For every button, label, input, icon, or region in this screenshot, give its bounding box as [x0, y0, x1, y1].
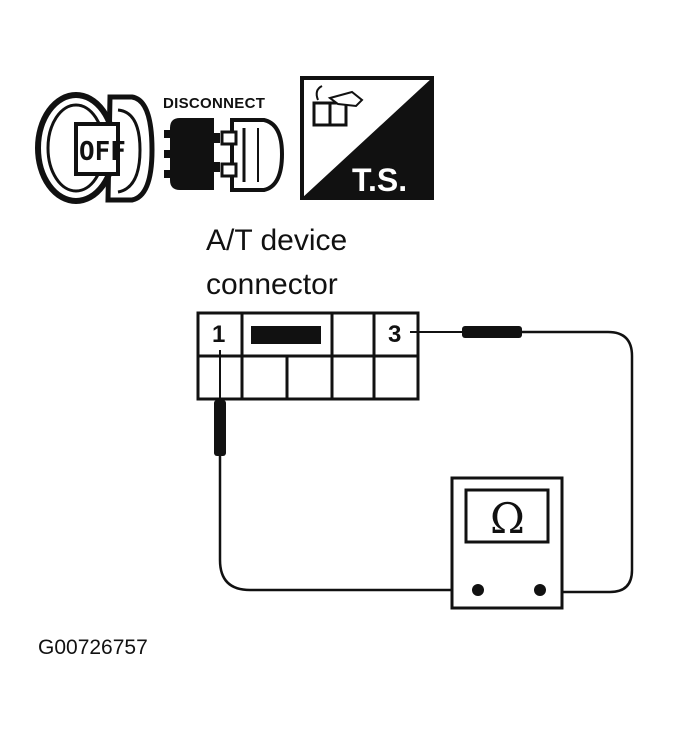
pin-1-label: 1	[212, 321, 225, 348]
ignition-off-label: OFF	[79, 137, 126, 167]
ignition-key-off-icon: OFF	[35, 92, 155, 204]
probe-pin-3	[410, 326, 634, 594]
ohmmeter-icon: Ω	[450, 476, 564, 610]
disconnect-connector-icon: DISCONNECT	[163, 95, 285, 192]
meter-terminal-right	[534, 584, 546, 596]
probe-pin-1	[214, 350, 478, 592]
connector-title-line2: connector	[206, 268, 338, 301]
connector-locking-tab	[251, 326, 321, 344]
disconnect-label: DISCONNECT	[163, 95, 265, 112]
connector-title-line1: A/T device	[206, 224, 347, 257]
ts-icon: T.S.	[300, 76, 434, 200]
pin-3-label: 3	[388, 321, 401, 348]
meter-terminal-left	[472, 584, 484, 596]
ts-label: T.S.	[352, 162, 407, 198]
ohm-symbol: Ω	[490, 494, 525, 543]
figure-id: G00726757	[38, 636, 148, 659]
at-device-connector: 1 3	[196, 311, 420, 401]
